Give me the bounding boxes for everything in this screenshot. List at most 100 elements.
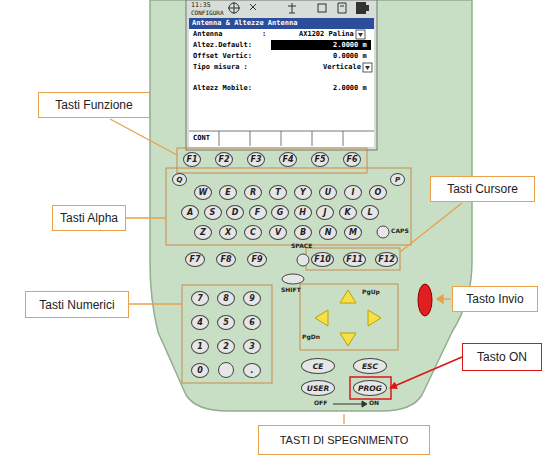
key-label: D (232, 208, 239, 217)
key-label: CE (313, 362, 324, 371)
callout-box: Tasto ON (462, 343, 542, 371)
key-button: D (226, 205, 244, 220)
key-button: O (369, 185, 387, 200)
key-label: E (225, 188, 230, 197)
key-button: 2 (217, 339, 235, 354)
key-label: N (325, 228, 332, 237)
key-label: F3 (250, 155, 261, 164)
callout-box: Tasti Numerici (25, 291, 129, 318)
key-button: R (244, 185, 262, 200)
key-label: U (325, 188, 332, 197)
key-button: F9 (247, 252, 267, 267)
key-button: F7 (185, 252, 205, 267)
key-button: G (271, 205, 289, 220)
key-button: B (294, 225, 312, 240)
key-caption: SHIFT (281, 287, 301, 293)
key-label: Z (200, 228, 206, 237)
key-label: F6 (346, 155, 357, 164)
key-label: F1 (186, 155, 197, 164)
key-label: 3 (249, 342, 255, 351)
key-button: J (316, 205, 334, 220)
key-button: 7 (191, 291, 209, 306)
screen-text: Antenna (193, 31, 223, 38)
key-label: 8 (223, 294, 229, 303)
key-label: F12 (378, 255, 395, 264)
key-label: F11 (346, 255, 363, 264)
key-button: 8 (217, 291, 235, 306)
key-button: CE (301, 358, 335, 374)
enter-key (418, 284, 432, 316)
callout-text: TASTI DI SPEGNIMENTO (280, 434, 409, 446)
key-button: V (269, 225, 287, 240)
screen-text: Altezz Mobile: (193, 85, 252, 92)
key-button: 4 (191, 315, 209, 330)
key-button: ESC (353, 358, 387, 374)
callout-text: Tasti Numerici (39, 298, 114, 312)
key-button: PROG (353, 380, 387, 396)
key-button: F3 (247, 152, 265, 167)
callout-text: Tasti Cursore (447, 182, 518, 196)
key-button: Z (194, 225, 212, 240)
key-label: I (352, 188, 355, 197)
key-label: W (199, 188, 208, 197)
key-label: . (250, 366, 253, 375)
key-button: F12 (375, 252, 398, 267)
key-label: S (210, 208, 216, 217)
key-button: Q (172, 173, 187, 186)
key-label: 4 (197, 318, 203, 327)
key-button: F10 (311, 252, 334, 267)
key-label: 2 (223, 342, 229, 351)
key-button: T (269, 185, 287, 200)
callout-box: Tasti Cursore (430, 176, 535, 202)
highlight-frame (350, 377, 391, 399)
key-label: 7 (197, 294, 203, 303)
off-on-arrow (333, 401, 367, 407)
key-button: U (319, 185, 337, 200)
key-caption: PgDn (302, 334, 320, 340)
key-label: F2 (218, 155, 229, 164)
key-button: F11 (343, 252, 366, 267)
key-label: 5 (223, 318, 229, 327)
cursor-arrow (315, 290, 381, 346)
key-label: F4 (282, 155, 293, 164)
key-button: N (319, 225, 337, 240)
key-button: Y (294, 185, 312, 200)
key-label: 0 (197, 366, 203, 375)
key-button: 1 (191, 339, 209, 354)
key-button: E (219, 185, 237, 200)
blank-key (219, 226, 390, 378)
callout-text: Tasti Alpha (60, 211, 118, 225)
key-button: H (294, 205, 312, 220)
key-label: PROG (358, 384, 382, 393)
pointer-arrow (390, 357, 462, 388)
screen-text: Antenna & Altezze Antenna (192, 20, 297, 27)
screen-text: Verticale (323, 64, 361, 71)
screen-text: 2.0000 m (333, 85, 367, 92)
callout-text: Tasti Funzione (55, 98, 132, 112)
key-caption: SPACE (291, 243, 312, 249)
key-label: Q (177, 176, 183, 184)
key-button: C (244, 225, 262, 240)
key-label: 9 (249, 294, 255, 303)
key-button: A (181, 205, 199, 220)
key-label: F9 (251, 255, 262, 264)
key-button: F4 (279, 152, 297, 167)
key-button: F (249, 205, 267, 220)
key-button: S (204, 205, 222, 220)
screen-text: Altez.Default: (193, 42, 252, 49)
key-label: 6 (249, 318, 255, 327)
key-button: I (344, 185, 362, 200)
screen-text: 2.0000 m (333, 42, 367, 49)
key-label: A (187, 208, 193, 217)
screen-text: : (262, 31, 266, 38)
screen (186, 0, 377, 150)
key-label: USER (307, 384, 329, 393)
key-caption: PgUp (362, 289, 380, 295)
screen-text: CONFIGURA (191, 10, 224, 16)
screen-text: 11:35 (191, 2, 211, 9)
key-caption: CAPS (391, 228, 409, 234)
screen-text: CONT (193, 135, 210, 142)
key-label: L (367, 208, 372, 217)
key-button: M (344, 225, 362, 240)
